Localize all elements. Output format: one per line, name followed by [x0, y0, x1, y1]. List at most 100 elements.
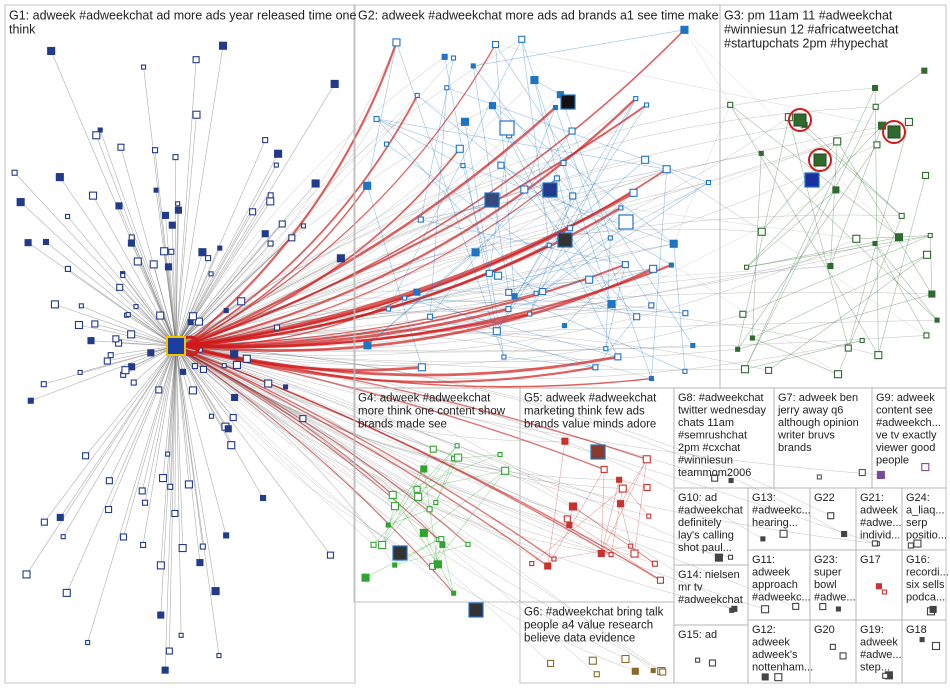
- edge: [142, 345, 177, 546]
- node-g3: [852, 234, 861, 243]
- node-g2: [649, 264, 658, 273]
- edge: [175, 289, 515, 347]
- node-g15: [708, 659, 717, 667]
- node-g1: [208, 271, 214, 277]
- edge: [118, 205, 177, 347]
- node-g5: [628, 543, 634, 549]
- node-g1: [82, 452, 90, 460]
- edge: [503, 356, 596, 368]
- edge: [376, 118, 460, 150]
- node-g1: [120, 272, 126, 279]
- group-label-g16: G16:: [906, 554, 930, 566]
- node-g5: [561, 437, 569, 445]
- edge: [175, 273, 212, 347]
- node-g2: [363, 181, 372, 190]
- edge: [417, 95, 839, 375]
- node-g3: [927, 232, 933, 239]
- node-g5: [651, 560, 658, 567]
- edge: [169, 345, 177, 487]
- node-g1: [260, 494, 267, 502]
- node-g1: [216, 653, 222, 659]
- node-g2: [520, 185, 529, 194]
- group-box-g24: [901, 487, 947, 551]
- edge: [473, 29, 685, 67]
- group-label-g10: definitely: [678, 517, 722, 529]
- node-g4: [419, 528, 428, 537]
- node-g1: [218, 41, 228, 50]
- node-g2: [539, 288, 547, 296]
- node-g1: [161, 211, 170, 219]
- node-g2: [561, 323, 568, 329]
- group-label-g7: jerry away q6: [777, 405, 843, 417]
- node-g2: [553, 175, 560, 182]
- node-g1: [199, 365, 208, 373]
- node-g2: [385, 306, 391, 312]
- node-g1: [62, 588, 71, 597]
- node-g2: [569, 192, 577, 200]
- edge: [20, 201, 177, 347]
- edge: [417, 95, 626, 265]
- node-g4: [392, 562, 398, 568]
- edge: [175, 345, 831, 516]
- group-label-g24: positio...: [906, 530, 947, 542]
- node-g6: [650, 668, 656, 674]
- node-g2: [669, 239, 678, 248]
- edge: [388, 509, 430, 526]
- edge: [429, 130, 573, 317]
- node-g7: [858, 468, 866, 477]
- edge: [175, 345, 732, 611]
- edge: [416, 265, 831, 293]
- edge: [600, 479, 620, 554]
- edge: [547, 469, 605, 567]
- group-label-g2: G2: adweek #adweekchat more ads ad brand…: [358, 9, 719, 23]
- node-g1: [103, 357, 111, 365]
- node-g1: [64, 265, 71, 272]
- edge: [175, 233, 266, 347]
- edge: [175, 59, 197, 347]
- edge: [625, 264, 652, 306]
- edge-strong: [183, 349, 555, 560]
- edge: [174, 345, 177, 514]
- edge: [875, 70, 925, 108]
- node-g1: [130, 379, 137, 386]
- node-g1: [167, 483, 174, 490]
- edge: [108, 345, 177, 510]
- node-g12: [774, 673, 783, 682]
- node-notable: [468, 602, 484, 618]
- node-g3: [898, 212, 905, 219]
- edge: [175, 223, 283, 347]
- node-g2: [497, 161, 505, 169]
- node-g2: [648, 302, 655, 309]
- node-notable: [804, 172, 820, 188]
- node-notable: [557, 232, 573, 248]
- edge-strong: [183, 148, 461, 347]
- edge: [45, 241, 177, 347]
- node-g1: [105, 505, 113, 514]
- node-g3: [887, 125, 901, 139]
- node-g1: [24, 239, 32, 247]
- edge: [542, 182, 709, 292]
- group-label-g5: marketing think few ads: [524, 406, 645, 418]
- edge: [929, 235, 933, 295]
- edge: [175, 214, 902, 347]
- node-g1: [11, 169, 18, 176]
- edge: [555, 107, 652, 379]
- edge: [175, 345, 190, 485]
- edge: [120, 147, 177, 347]
- group-label-g23: super: [814, 567, 842, 579]
- group-label-g7: brands: [778, 442, 812, 454]
- edge: [175, 105, 493, 347]
- node-g2: [621, 261, 629, 269]
- group-label-g9: #adweekch...: [876, 417, 941, 429]
- edge: [464, 121, 505, 358]
- node-g2: [633, 313, 641, 321]
- node-g5: [568, 502, 577, 511]
- node-g1: [40, 518, 48, 526]
- edge: [175, 345, 570, 526]
- node-g1: [223, 307, 229, 314]
- node-g3: [873, 141, 881, 149]
- node-g4: [390, 502, 400, 511]
- node-g3: [872, 240, 878, 247]
- node-g5: [616, 476, 623, 483]
- node-g2: [546, 242, 552, 248]
